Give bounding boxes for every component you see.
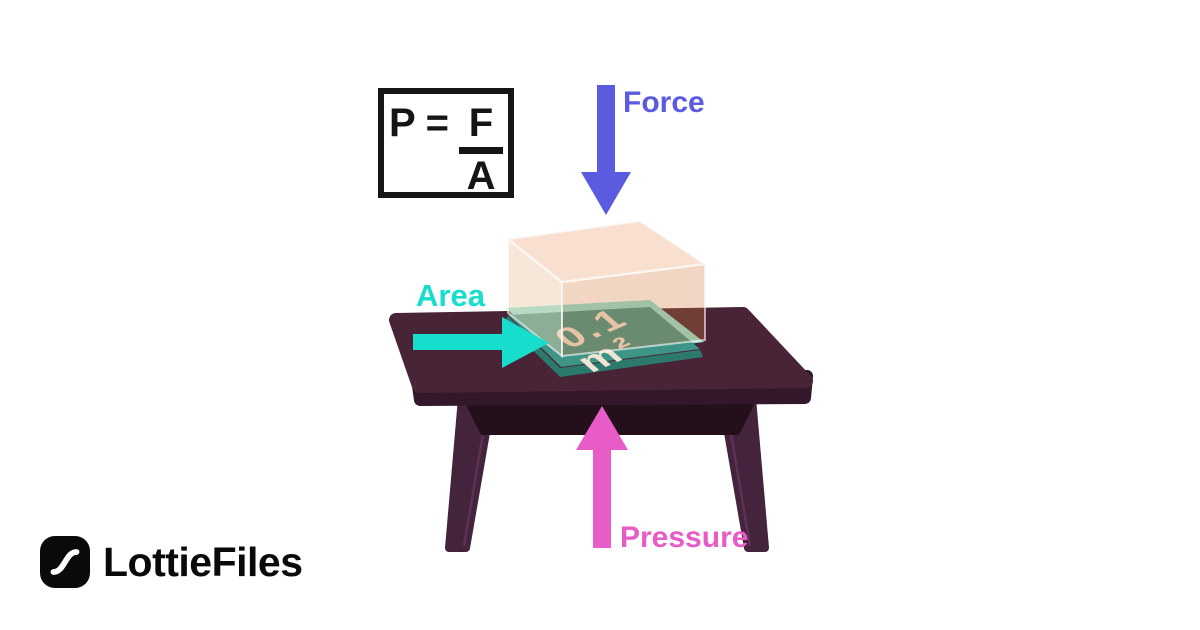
pressure-label: Pressure	[620, 521, 748, 554]
area-patch-thickness	[504, 316, 703, 377]
weight-box	[506, 219, 707, 359]
force-arrow-shape	[581, 85, 631, 215]
pressure-formula-box: P = F A	[378, 88, 514, 198]
formula-fraction: F A	[459, 101, 504, 198]
formula-force-symbol: F	[468, 101, 494, 145]
area-label: Area	[416, 278, 486, 313]
lottiefiles-logo: LottieFiles	[40, 536, 303, 588]
lottie-icon-glyph	[50, 549, 80, 575]
force-label: Force	[623, 86, 705, 119]
pressure-arrow: Pressure	[576, 406, 748, 554]
formula-area-symbol: A	[466, 154, 496, 198]
fraction-bar	[459, 147, 504, 154]
lottie-icon	[40, 536, 90, 588]
formula-pressure-symbol: P	[388, 101, 416, 145]
area-arrow: Area	[413, 278, 549, 368]
pressure-arrow-shape	[576, 406, 628, 548]
table-legs	[445, 394, 769, 552]
lottiefiles-logo-text: LottieFiles	[103, 538, 303, 585]
formula-equals-sign: =	[425, 101, 450, 145]
weight-box-top-face	[506, 219, 707, 284]
force-arrow: Force	[581, 85, 705, 215]
area-arrow-shape	[413, 317, 549, 368]
